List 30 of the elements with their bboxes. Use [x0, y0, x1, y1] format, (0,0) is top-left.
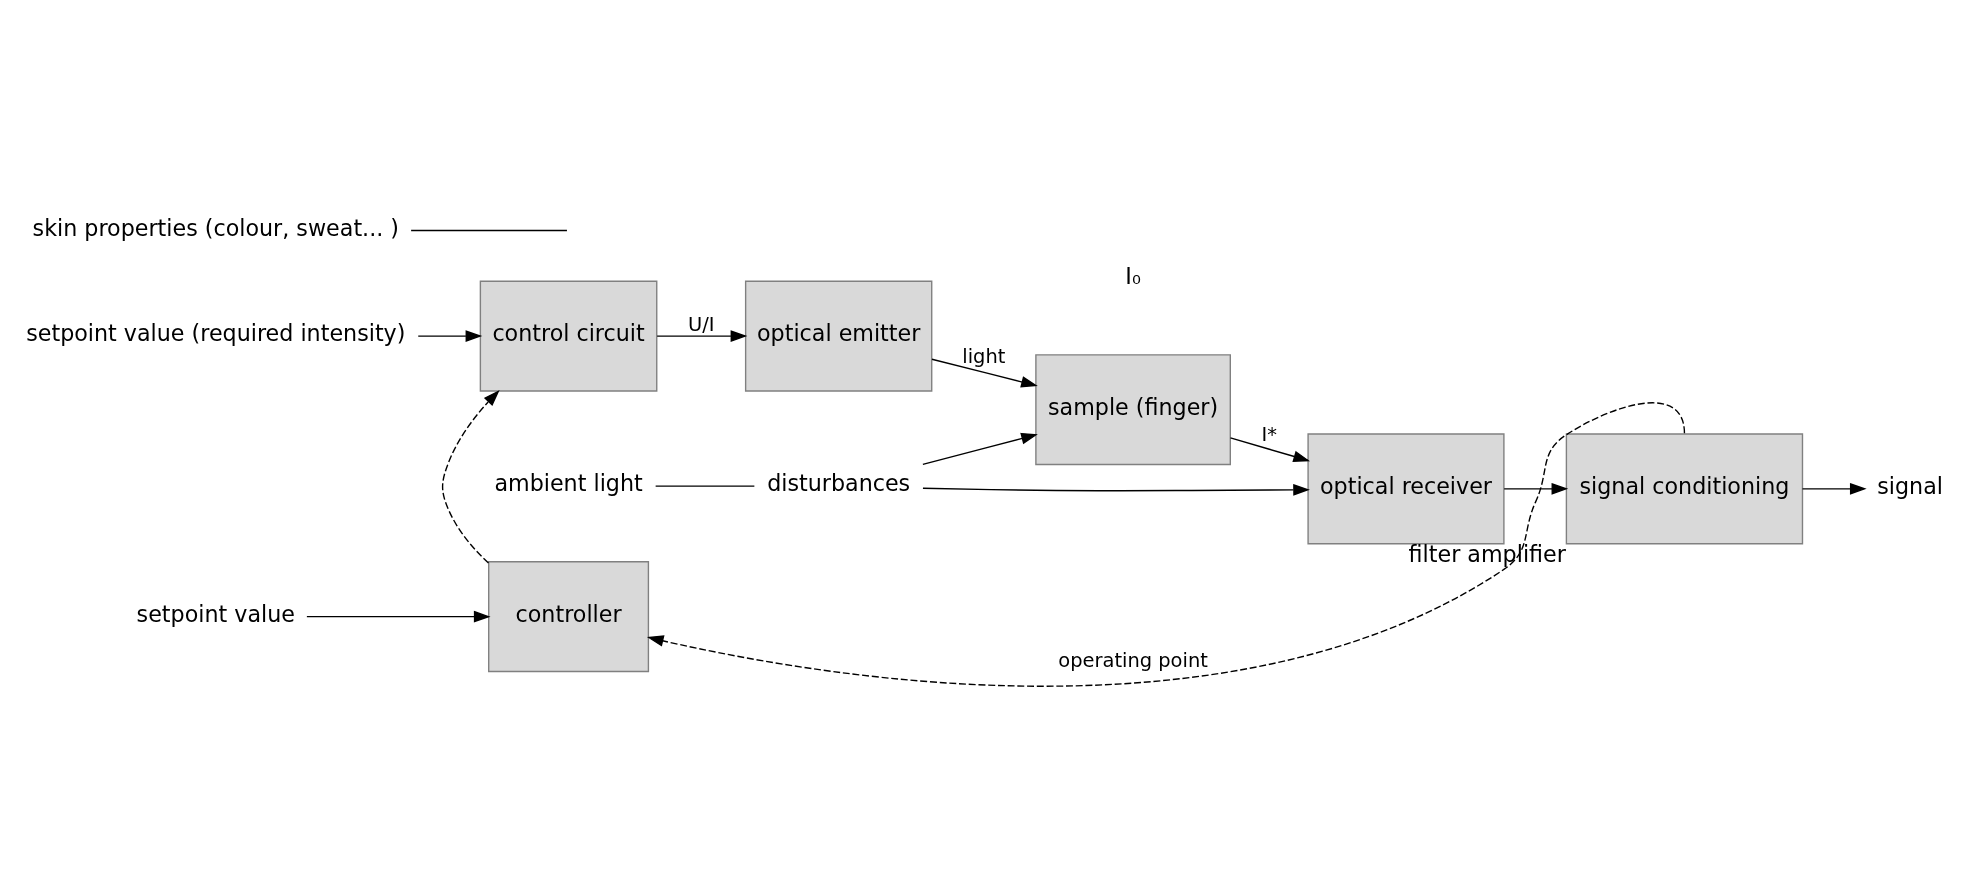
node-box: optical receiver — [1307, 433, 1505, 545]
edge-label: U/I — [687, 312, 715, 336]
edge-label: light — [962, 344, 1006, 368]
arrow — [1801, 483, 1867, 495]
node-text: ambient light — [494, 470, 643, 497]
node-text: disturbances — [767, 470, 911, 497]
edge-label: I* — [1261, 422, 1277, 446]
arrow — [922, 484, 1310, 496]
arrow — [1229, 437, 1311, 463]
label: I₀ — [1125, 263, 1141, 290]
arrow — [922, 432, 1038, 466]
connector — [410, 229, 568, 232]
arrow — [656, 330, 748, 342]
arrow — [646, 402, 1686, 687]
node-box: controller — [488, 561, 650, 673]
arrow — [306, 610, 491, 623]
edge-label: operating point — [1058, 648, 1208, 672]
node-text: signal — [1877, 473, 1943, 500]
node-box: optical emitter — [744, 280, 933, 392]
arrow — [441, 389, 500, 564]
arrow — [1503, 483, 1569, 495]
arrow — [931, 358, 1038, 388]
node-text: setpoint value (required intensity) — [26, 320, 406, 347]
node-box: control circuit — [479, 280, 658, 392]
arrow — [417, 330, 483, 342]
node-text: setpoint value — [136, 600, 295, 627]
node-text: skin properties (colour, sweat... ) — [32, 214, 400, 241]
node-box: sample (finger) — [1035, 354, 1231, 466]
node-box: signal conditioning — [1565, 433, 1804, 545]
connector — [654, 485, 756, 487]
